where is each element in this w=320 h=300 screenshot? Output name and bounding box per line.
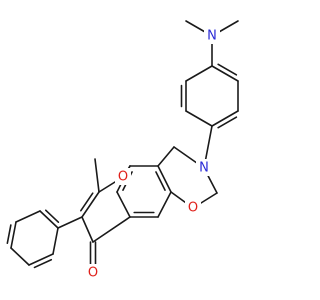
atom-n-ring: N	[196, 159, 212, 176]
bond-c9-ar1	[157, 146, 175, 167]
bond-ar1-ar2-2	[155, 171, 166, 191]
bond-ph1-ph2-2	[44, 209, 60, 223]
bond-ph6-ph1	[52, 227, 59, 255]
bond-c2-c3	[81, 191, 100, 218]
atom-o-pyran-label: O	[118, 170, 128, 185]
atom-n-amine: N	[204, 27, 220, 44]
bond-layer	[6, 20, 239, 274]
bond-ph3-ph4	[10, 221, 17, 249]
atom-o-carbonyl-label: O	[88, 266, 98, 281]
bond-ar1-ar2	[157, 165, 172, 193]
bond-c3-ph1	[57, 216, 83, 229]
atom-o-carbonyl: O	[85, 264, 101, 281]
bond-p1-p2-2	[217, 63, 238, 76]
bond-ph2-ph3	[15, 210, 41, 223]
bond-p3-p4	[211, 110, 239, 127]
structure-canvas: N N O O O	[6, 20, 239, 281]
atom-o-oxazine-label: O	[188, 201, 198, 216]
molecule-structure: N N O O O	[6, 20, 239, 281]
bond-ph5-ph6-2	[33, 258, 53, 269]
bond-p1-p2	[211, 65, 239, 82]
bond-c2-c3-2	[80, 192, 94, 212]
bond-c4-ar4	[92, 216, 131, 243]
bond-ph4-ph5	[10, 247, 30, 266]
bond-ph1-ph2	[39, 210, 59, 229]
atom-o-pyran: O	[115, 168, 131, 185]
atom-n-ring-label: N	[199, 161, 209, 176]
bond-p6-p1	[185, 65, 213, 82]
bond-ph5-ph6	[28, 253, 54, 266]
bond-p4-p5	[185, 110, 213, 127]
bond-ar2-ar3	[157, 191, 172, 218]
atom-layer: N N O O O	[85, 27, 220, 281]
atom-o-oxazine: O	[185, 199, 201, 216]
bond-ph3-ph4-2	[6, 224, 12, 245]
bond-c2-me3	[94, 158, 100, 193]
atom-n-amine-label: N	[207, 29, 217, 44]
bond-ar4-ar5	[116, 191, 131, 218]
bond-c3-c4	[81, 216, 94, 243]
bond-p3-p4-2	[217, 116, 238, 129]
